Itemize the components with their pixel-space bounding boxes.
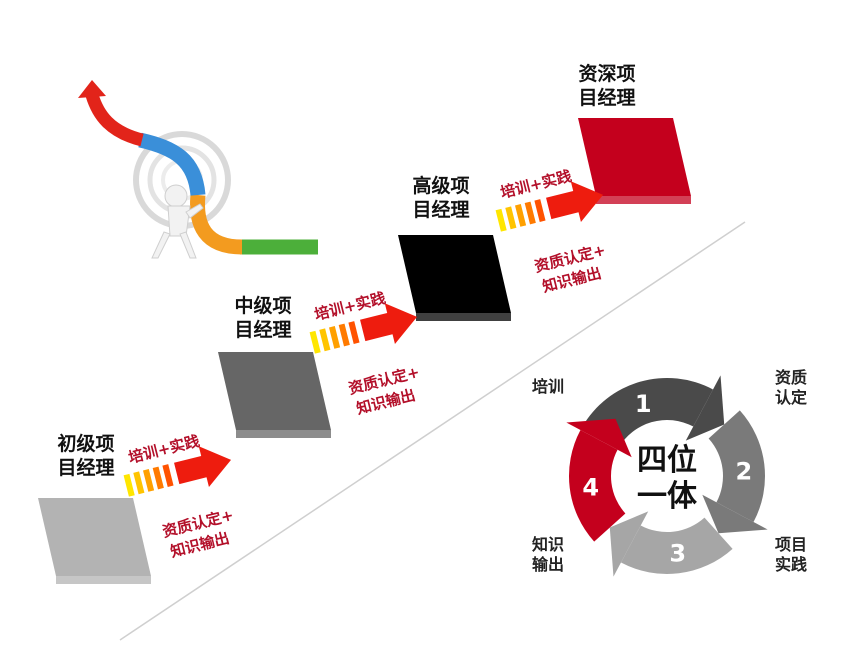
growth-arrow-icon [495, 181, 604, 232]
cycle-step-number: 2 [735, 458, 752, 486]
cycle-segment-3 [609, 511, 733, 577]
level-block-4 [578, 118, 691, 204]
level-block-2 [218, 352, 331, 438]
cycle-step-number: 4 [582, 474, 599, 502]
cycle-step-label-line2: 认定 [775, 388, 807, 407]
cycle-step-label-line1: 知识 [532, 535, 564, 554]
cycle-step-label-line1: 资质 [775, 368, 807, 387]
level-title-line1: 高级项 [412, 174, 469, 197]
figure-pushing-arrow-icon [78, 80, 318, 259]
level-title-line2: 目经理 [412, 198, 469, 221]
level-block-3 [398, 235, 511, 321]
cycle-segment-4 [566, 418, 632, 542]
cycle-step-number: 1 [635, 390, 652, 418]
growth-arrow-icon [309, 303, 418, 354]
level-title-line1: 资深项 [578, 62, 635, 85]
growth-arrow-icon [123, 446, 232, 497]
cycle-step-label-line2: 实践 [775, 555, 807, 574]
level-title-line2: 目经理 [234, 318, 291, 341]
cycle-step-label-line2: 输出 [532, 555, 564, 574]
level-title-line1: 中级项 [234, 294, 291, 317]
level-title-line1: 初级项 [57, 432, 114, 455]
cycle-center-line1: 四位 [637, 443, 697, 478]
level-title-line2: 目经理 [578, 86, 635, 109]
level-block-1 [38, 498, 151, 584]
diagonal-divider [119, 221, 746, 641]
level-title-line2: 目经理 [57, 456, 114, 479]
cycle-segment-2 [702, 410, 768, 534]
cycle-center-line2: 一体 [637, 479, 698, 514]
cycle-step-label-line1: 项目 [775, 535, 807, 554]
cycle-step-label-line1: 培训 [532, 377, 564, 396]
cycle-step-number: 3 [669, 539, 686, 567]
